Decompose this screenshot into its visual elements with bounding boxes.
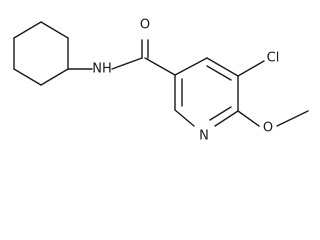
- bond-inner: [206, 65, 232, 81]
- bond-inner: [209, 106, 232, 121]
- bond: [174, 109, 195, 127]
- atom-label-methoxy-oxygen: O: [263, 121, 273, 136]
- bond-carbonyl-ring: [144, 57, 176, 76]
- atom-label-chlorine: Cl: [267, 51, 280, 66]
- bond-n-carbonyl: [111, 57, 143, 70]
- bond: [40, 21, 69, 39]
- bond-c-cl: [237, 60, 265, 77]
- bond-c-o: [237, 110, 260, 127]
- chemical-structure: O NH N Cl O: [13, 18, 309, 144]
- atom-label-pyridine-n: N: [199, 129, 209, 144]
- atom-label-amide-nh: NH: [92, 62, 112, 77]
- bond-o-methyl: [276, 110, 309, 127]
- bond: [214, 110, 239, 127]
- bond: [13, 21, 42, 39]
- bond: [40, 68, 69, 86]
- pyridine-ring: [174, 57, 239, 127]
- cyclohexyl-ring: [13, 21, 69, 86]
- bond: [206, 57, 239, 77]
- bond: [13, 68, 42, 86]
- bond: [174, 57, 208, 76]
- atom-label-carbonyl-oxygen: O: [140, 18, 150, 33]
